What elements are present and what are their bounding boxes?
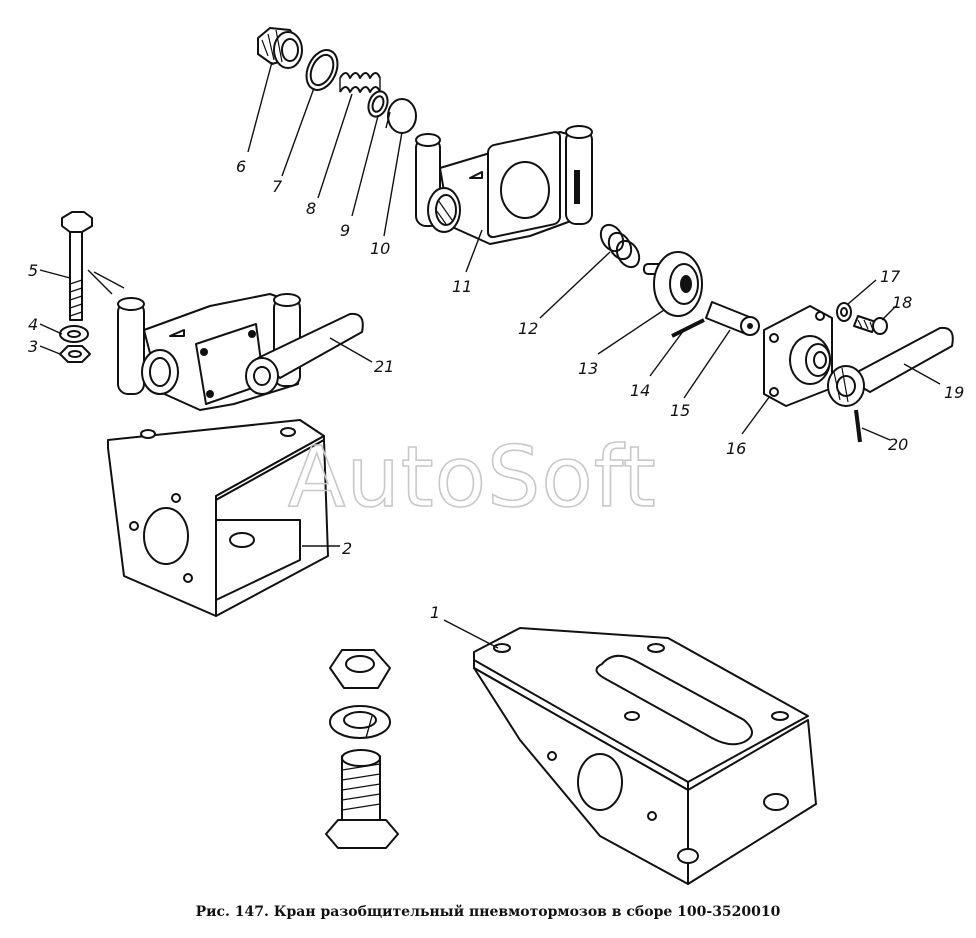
- callout-1: 1: [430, 603, 440, 622]
- callout-17: 17: [880, 267, 901, 286]
- part-20-pin: [854, 409, 862, 443]
- callout-21: 21: [374, 357, 394, 376]
- callout-19: 19: [944, 383, 964, 402]
- callout-8: 8: [306, 199, 316, 218]
- part-4-lock-washer: [59, 325, 89, 343]
- part-3-nut: [59, 345, 91, 363]
- figure-caption: Рис. 147. Кран разобщительный пневмоторм…: [195, 904, 781, 920]
- part-6-cap: [257, 27, 303, 69]
- callout-9: 9: [340, 221, 350, 240]
- callout-6: 6: [236, 157, 246, 176]
- part-12-spring: [599, 223, 641, 269]
- part-9-washer: [367, 90, 389, 118]
- watermark: AutoSoft: [288, 428, 657, 526]
- callout-14: 14: [630, 381, 650, 400]
- callout-7: 7: [272, 177, 283, 196]
- callout-2: 2: [342, 539, 352, 558]
- part-11-valve-body: [415, 125, 593, 245]
- callout-18: 18: [892, 293, 912, 312]
- mounting-nut: [329, 649, 391, 689]
- callout-4: 4: [28, 315, 38, 334]
- callout-12: 12: [518, 319, 538, 338]
- callout-16: 16: [726, 439, 746, 458]
- mounting-lock-washer: [329, 705, 391, 739]
- part-17-washer: [836, 302, 852, 322]
- callout-11: 11: [452, 277, 472, 296]
- callout-5: 5: [28, 261, 38, 280]
- part-13-stem-disc: [643, 251, 703, 317]
- leader-lines: [39, 61, 941, 649]
- callout-3: 3: [28, 337, 38, 356]
- callout-10: 10: [370, 239, 390, 258]
- mounting-bolt: [325, 749, 399, 849]
- callout-numbers: 6 7 8 9 10 11 12 13 14 15 16 17 18 19 20…: [28, 157, 964, 622]
- part-15-shaft: [705, 301, 760, 336]
- part-7-ring: [305, 49, 339, 91]
- part-19-handle: [827, 326, 954, 407]
- part-16-cover: [763, 305, 833, 407]
- part-21-valve-assembly: [117, 293, 364, 411]
- part-1-bracket: [473, 627, 817, 885]
- callout-13: 13: [578, 359, 598, 378]
- callout-20: 20: [888, 435, 908, 454]
- part-5-bolt: [61, 211, 93, 321]
- part-2-bracket: [107, 419, 329, 617]
- part-8-spring: [339, 72, 381, 93]
- part-10-valve: [385, 98, 417, 134]
- callout-15: 15: [670, 401, 690, 420]
- part-14-pin: [671, 318, 705, 338]
- part-18-screw: [853, 315, 888, 335]
